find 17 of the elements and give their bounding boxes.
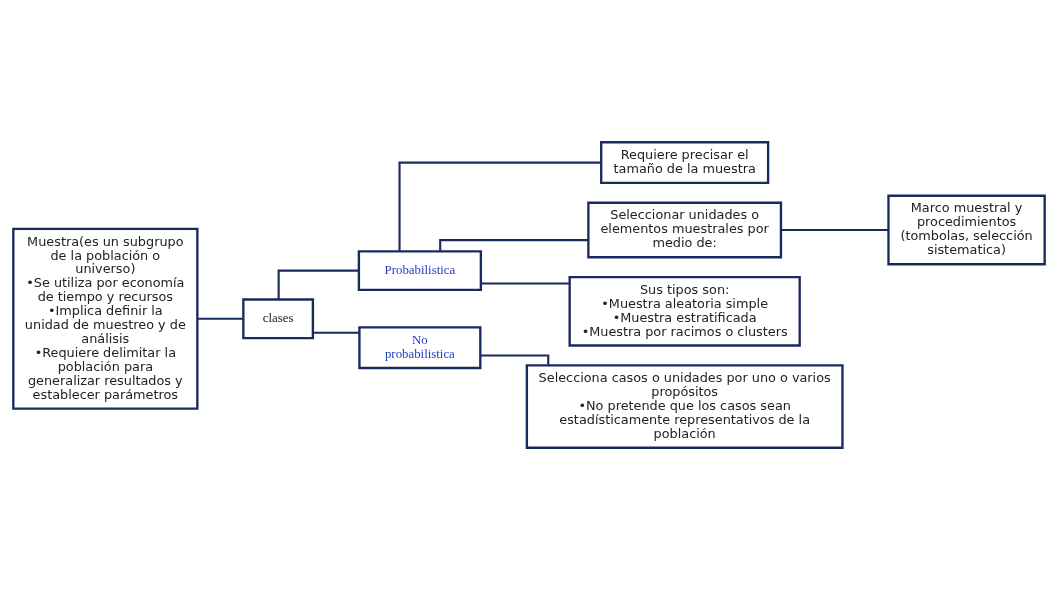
node-box: Requiere precisar el tamaño de la muestra [600, 141, 770, 185]
connector [277, 269, 359, 300]
node-box: Muestra(es un subgrupo de la población o universo) •Se utiliza por economía de tiempo y recursos •Implica definir la unidad de muestreo y de análisis •Requiere delimitar la población para generalizar resultados y establecer parámetros [12, 227, 199, 410]
node-box: Selecciona casos o unidades por uno o varios propósitos •No pretende que los casos sean estadísticamente representativos de la población [525, 364, 844, 449]
node-box: clases [242, 298, 315, 340]
connector [197, 317, 244, 320]
node-box: Probabilistica [357, 250, 483, 292]
connector [480, 354, 550, 366]
connector [398, 161, 602, 252]
connector [313, 331, 360, 334]
connector [781, 228, 889, 232]
node-box: Sus tipos son: •Muestra aleatoria simple •Muestra estratificada •Muestra por racimos o clusters [568, 275, 801, 347]
node-box: Marco muestral y procedimientos (tombolas, selección sistematica) [887, 194, 1046, 266]
node-box: No probabilistica [358, 326, 482, 370]
node-box: Seleccionar unidades o elementos muestrales por medio de: [587, 201, 783, 259]
connector [480, 282, 570, 285]
connector [439, 239, 589, 252]
